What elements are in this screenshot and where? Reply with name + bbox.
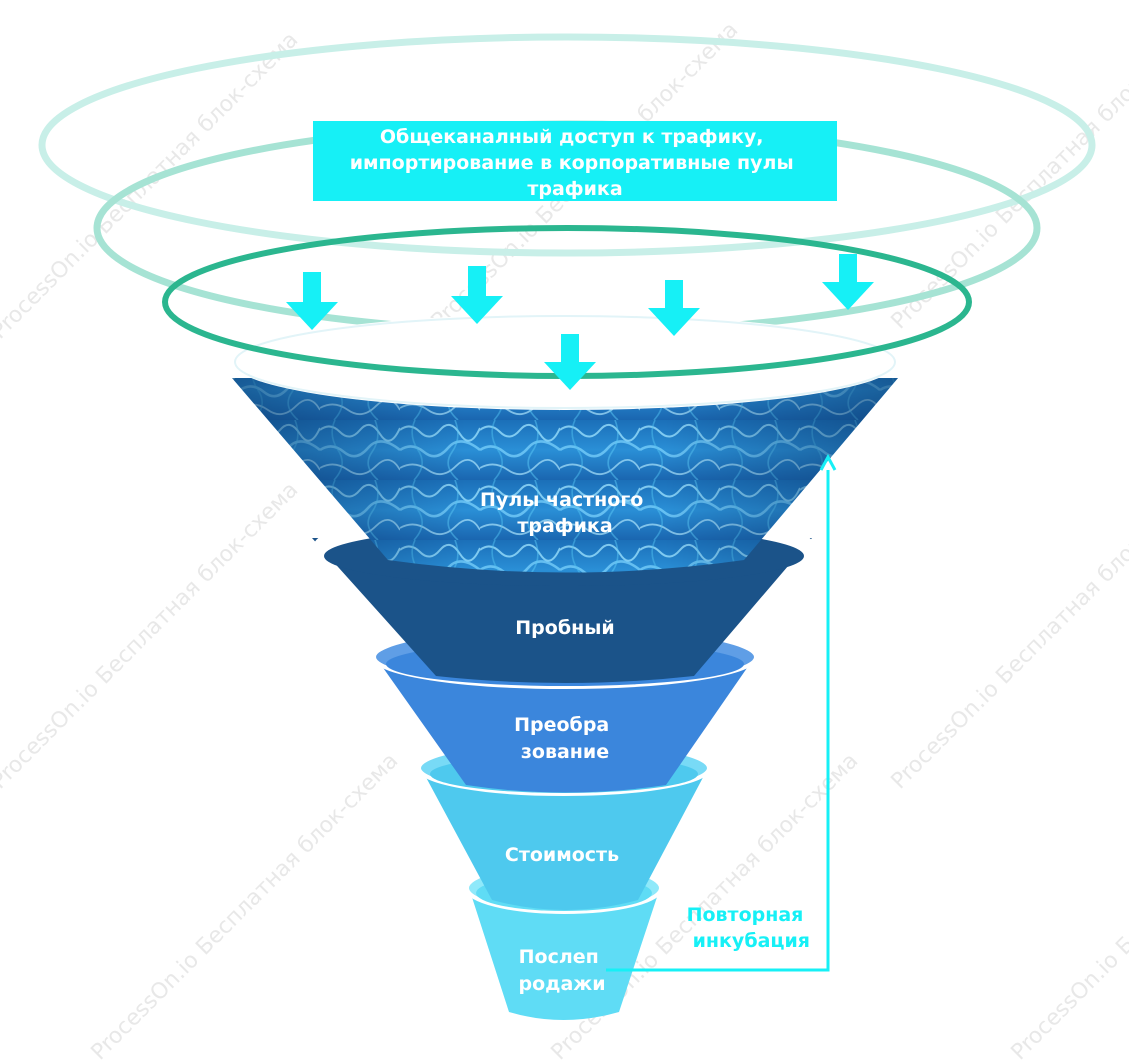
stage-label-line: Преобра: [514, 714, 609, 736]
stage-label-line: родажи: [518, 973, 605, 995]
arrow-up-icon: [819, 453, 837, 471]
down-arrow-icon: [544, 334, 596, 390]
watermark-text: ProcessOn.io Бесплатная блок-схема: [0, 478, 303, 795]
traffic-access-label: Общеканалный доступ к трафику, импортиро…: [350, 126, 801, 200]
stage-conversion-label: Преобра зование: [514, 714, 616, 763]
reincubation-label-line: Повторная: [687, 904, 804, 926]
watermark-text: ProcessOn.io Бесплатная блок-схема: [887, 478, 1129, 795]
stage-after-sales-shape: [469, 888, 660, 1020]
traffic-access-label-line: Общеканалный доступ к трафику,: [380, 126, 764, 148]
watermark-text: ProcessOn.io Бесплатная блок-схема: [87, 749, 404, 1061]
stage-after-sales-label: Послеп родажи: [518, 946, 605, 995]
stage-private-pool-rim-edge: [234, 315, 896, 409]
stage-label-line: Стоимость: [505, 844, 619, 866]
watermark-text: ProcessOn.io Бесплатная блок-схема: [0, 28, 303, 345]
stage-trial-label: Пробный: [515, 617, 614, 639]
down-arrow-icon: [648, 280, 700, 336]
inflow-arrows: [286, 254, 874, 390]
stage-private-pool-shade: [232, 378, 898, 573]
stage-label-line: трафика: [517, 515, 612, 537]
outer-ring: [38, 33, 1096, 257]
traffic-access-box-bg: [313, 121, 837, 201]
traffic-access-label-line: импортирование в корпоративные пулы: [350, 152, 794, 174]
stage-label-line: Послеп: [519, 946, 599, 968]
stage-value-shape: [421, 768, 708, 910]
stage-value-label: Стоимость: [505, 844, 619, 866]
watermark-text: ProcessOn.io Бесплатная блок-схема: [1007, 749, 1129, 1061]
stage-label-line: зование: [521, 741, 609, 763]
traffic-access-box: Общеканалный доступ к трафику, импортиро…: [313, 121, 837, 201]
down-arrow-icon: [451, 266, 503, 324]
stage-private-pool-label: Пулы частного трафика: [480, 489, 650, 537]
down-arrow-icon: [822, 254, 874, 310]
stage-private-pool: [232, 314, 898, 573]
stage-conversion-shape: [374, 655, 756, 793]
stage-label-line: Пулы частного: [480, 489, 643, 511]
down-arrow-icon: [286, 272, 338, 330]
reincubation-label-line: инкубация: [693, 930, 810, 952]
reincubation-connector: [606, 470, 830, 972]
reincubation-loop: Повторная инкубация: [606, 453, 837, 972]
reincubation-label: Повторная инкубация: [687, 904, 810, 952]
traffic-access-label-line: трафика: [527, 178, 622, 200]
stage-label-line: Пробный: [515, 617, 614, 639]
